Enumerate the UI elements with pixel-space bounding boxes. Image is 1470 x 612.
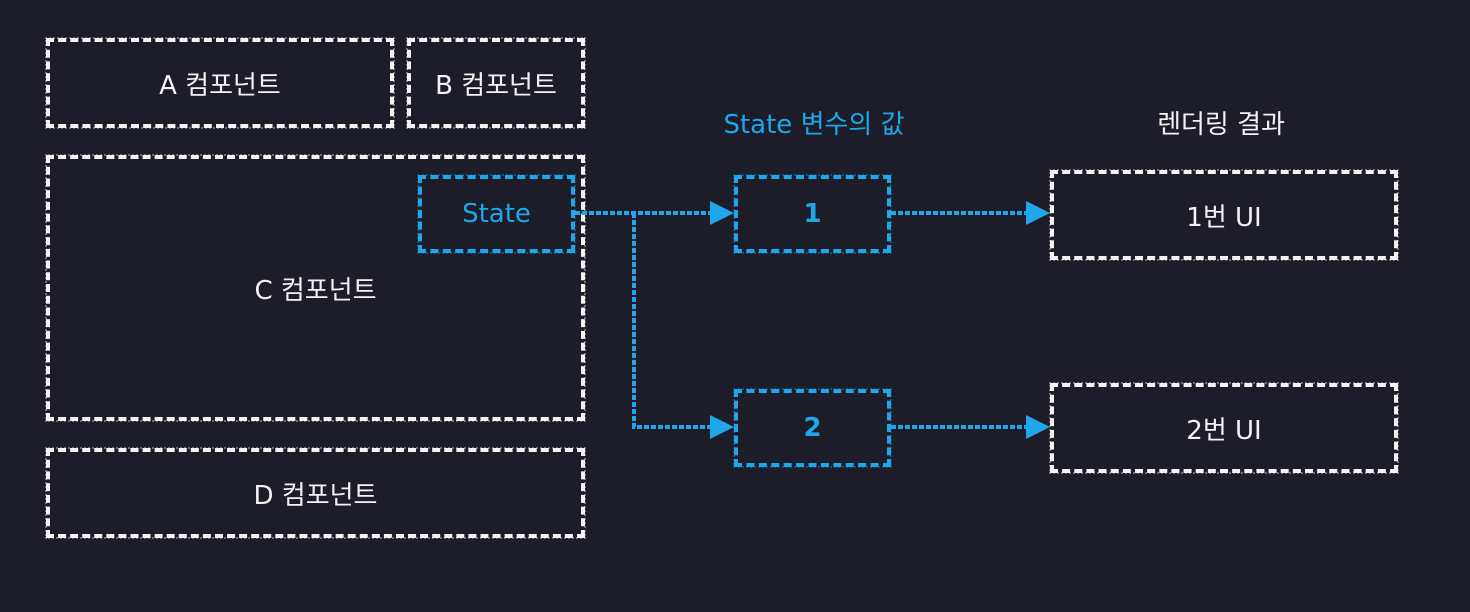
component-b-label: B 컴포넌트 [435, 70, 557, 101]
arrowhead-to-1 [710, 201, 734, 225]
component-c-box: C 컴포넌트 [45, 154, 586, 422]
render-result-2: 2번 UI [1186, 415, 1262, 446]
state-value-2: 2 [803, 413, 822, 443]
state-label: State [462, 199, 531, 229]
state-box: State [417, 174, 576, 254]
render-result-1-box: 1번 UI [1049, 169, 1399, 261]
state-value-1-box: 1 [733, 174, 892, 254]
arrowhead-to-result-2 [1026, 415, 1050, 439]
state-value-2-box: 2 [733, 388, 892, 468]
component-b-box: B 컴포넌트 [406, 37, 586, 129]
arrow-state-to-2 [632, 213, 716, 429]
render-result-2-box: 2번 UI [1049, 382, 1399, 474]
component-d-box: D 컴포넌트 [45, 447, 586, 539]
state-value-1: 1 [803, 199, 822, 229]
arrowhead-to-result-1 [1026, 201, 1050, 225]
component-d-label: D 컴포넌트 [253, 480, 378, 511]
component-c-label: C 컴포넌트 [254, 275, 377, 306]
arrowhead-to-2 [710, 415, 734, 439]
component-a-label: A 컴포넌트 [159, 70, 281, 101]
state-value-header: State 변수의 값 [723, 110, 905, 140]
render-result-1: 1번 UI [1186, 202, 1262, 233]
component-a-box: A 컴포넌트 [45, 37, 395, 129]
render-result-header: 렌더링 결과 [1157, 110, 1285, 140]
